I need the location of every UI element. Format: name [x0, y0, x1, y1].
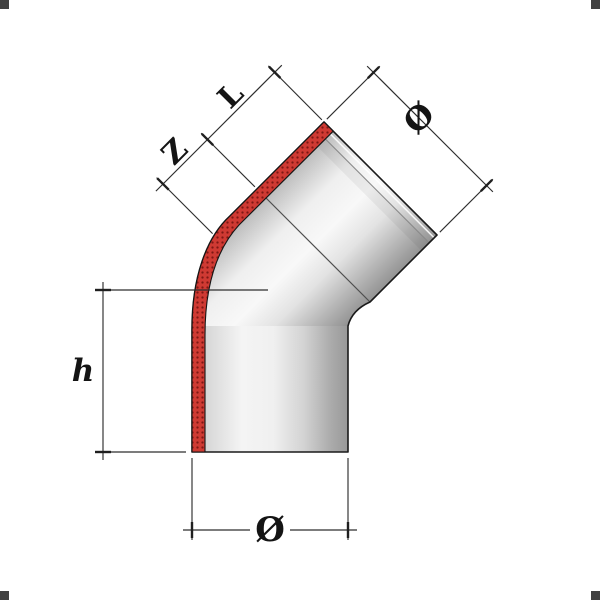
dim-label-h: h [72, 353, 95, 389]
dim-label-bottom-diameter: Ø [255, 510, 285, 550]
socket-shoulder-edge [265, 197, 371, 303]
tick-LZ-upper [268, 65, 282, 79]
tick-socket-diameter-upper [366, 65, 381, 80]
corner-mark-top-left [0, 0, 9, 9]
elbow-body [191, 121, 438, 453]
dimension-socket-diameter: Ø [326, 65, 494, 233]
tick-socket-diameter-lower [479, 178, 494, 193]
corner-mark-top-right [591, 0, 600, 9]
socket-rim-band [308, 129, 430, 251]
corner-mark-bottom-right [591, 591, 600, 600]
tick-LZ-middle [200, 132, 215, 147]
bottom-diameter-label-backing [250, 510, 290, 550]
tick-LZ-lower [156, 177, 170, 191]
corner-mark-bottom-left [0, 591, 9, 600]
socket-rim-edge [315, 129, 430, 244]
dimension-bottom-diameter: Ø [183, 458, 357, 550]
dim-label-L: L [211, 76, 251, 116]
dimension-h: h [72, 282, 268, 460]
socket-rim-highlight [320, 124, 435, 239]
elbow-lower-barrel [192, 326, 348, 452]
dimension-line-socket-diameter [366, 65, 494, 193]
dimension-line-LZ [155, 64, 283, 192]
dim-label-Z: Z [155, 132, 195, 172]
section-cut-band [191, 121, 334, 453]
